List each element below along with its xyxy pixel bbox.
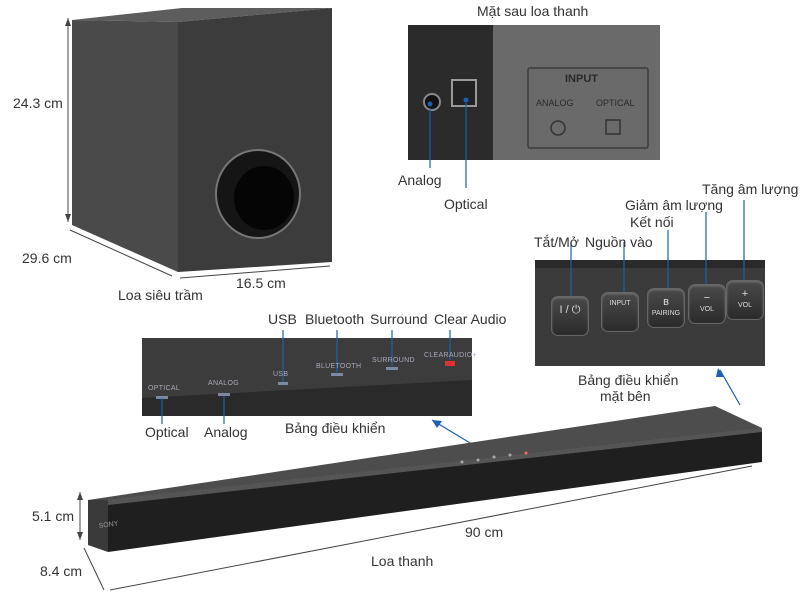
clear-audio-led (445, 361, 455, 366)
rear-optical-silk: OPTICAL (596, 98, 635, 108)
bluetooth-icon: ʙ (663, 296, 669, 308)
volume-down-button: − VOL (688, 284, 726, 324)
input-button: INPUT (601, 292, 639, 332)
power-icon: I / ⏻ (559, 304, 581, 316)
volume-up-button: + VOL (726, 280, 764, 320)
analog-jack (423, 93, 441, 111)
power-button: I / ⏻ (551, 296, 589, 336)
rear-analog-silk: ANALOG (536, 98, 574, 108)
optical-port (451, 79, 477, 107)
minus-icon: − (703, 292, 711, 304)
top-silk-usb: USB (273, 371, 288, 378)
sub-height-label: 24.3 cm (13, 95, 63, 111)
power-label: Tắt/Mở (534, 234, 579, 250)
rear-input-title: INPUT (565, 73, 598, 85)
subwoofer-top-face (72, 8, 332, 22)
top-optical-label: Optical (145, 424, 189, 440)
rear-panel-title: Mặt sau loa thanh (477, 3, 589, 19)
surround-label: Surround (370, 311, 428, 327)
top-silk-clear-audio: CLEARAUDIO+ (424, 352, 477, 359)
top-analog-label: Analog (204, 424, 248, 440)
top-silk-bluetooth: BLUETOOTH (316, 363, 361, 370)
soundbar-top-face (88, 406, 762, 500)
sub-depth-label: 29.6 cm (22, 250, 72, 266)
sub-depth-line (69, 229, 173, 277)
volume-up-label: Tăng âm lượng (702, 181, 799, 197)
rear-analog-label: Analog (398, 172, 442, 188)
soundbar-grille (108, 428, 762, 552)
bar-depth-label: 8.4 cm (40, 563, 83, 579)
top-panel-label: Bảng điều khiển (285, 420, 386, 436)
rear-optical-label: Optical (444, 196, 488, 212)
input-button-label: INPUT (609, 300, 631, 307)
usb-label: USB (268, 311, 297, 327)
side-panel-label-1: Bảng điều khiển (578, 372, 679, 388)
soundbar-front-face (88, 500, 108, 552)
bluetooth-label: Bluetooth (305, 311, 365, 327)
clear-audio-label: Clear Audio (434, 311, 507, 327)
brand-logo: SONY (98, 520, 119, 530)
plus-icon: + (741, 288, 749, 300)
pairing-label: Kết nối (630, 214, 674, 230)
top-silk-analog: ANALOG (208, 380, 239, 387)
bar-height-label: 5.1 cm (32, 508, 75, 524)
soundbar-label: Loa thanh (371, 553, 434, 569)
subwoofer-label: Loa siêu trầm (118, 287, 203, 303)
side-panel-label-2: mặt bên (600, 388, 651, 404)
bar-length-label: 90 cm (465, 524, 504, 540)
input-label: Nguồn vào (585, 234, 653, 250)
volume-down-label: Giảm âm lượng (625, 197, 723, 213)
top-silk-surround: SURROUND (372, 357, 415, 364)
pairing-button: ʙ PAIRING (647, 288, 685, 328)
sub-width-line (179, 265, 331, 279)
top-silk-optical: OPTICAL (148, 385, 180, 392)
subwoofer-side-face (72, 20, 178, 272)
sub-width-label: 16.5 cm (236, 275, 286, 291)
